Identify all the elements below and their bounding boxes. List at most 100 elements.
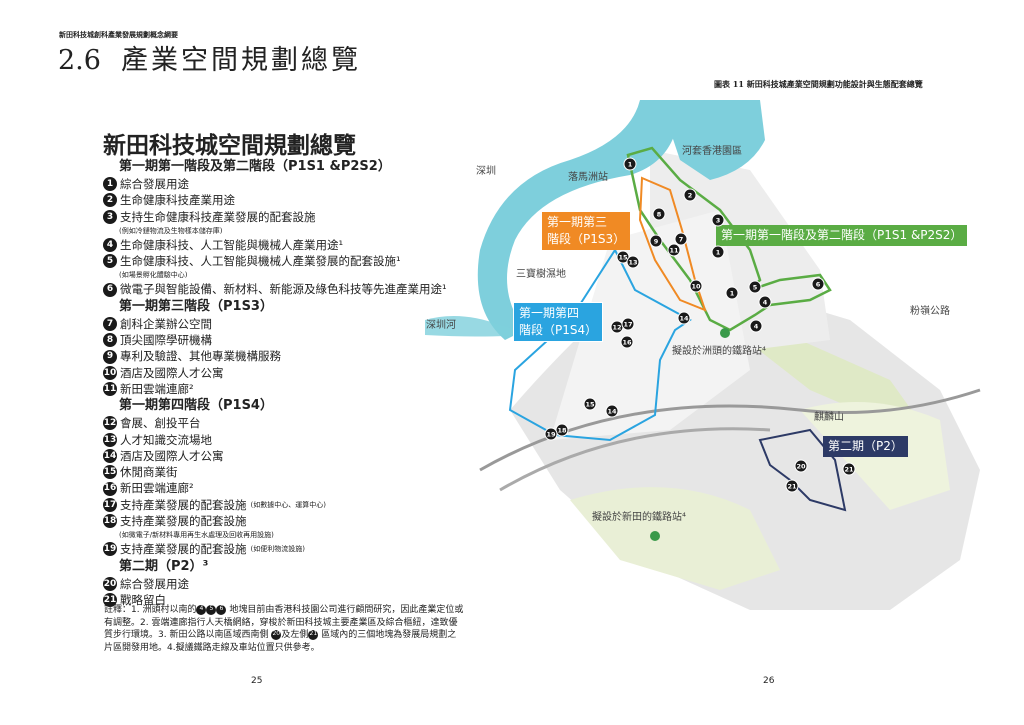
number-badge: 12 — [103, 416, 117, 431]
number-badge: 11 — [103, 382, 117, 397]
phase-label-p1s4: 第一期第四階段（P1S4） — [513, 302, 604, 342]
map-marker: 1 — [711, 245, 725, 259]
number-badge: 7 — [103, 316, 117, 331]
legend-title: 新田科技城空間規劃總覽 — [103, 133, 356, 159]
map-marker: 9 — [649, 234, 663, 248]
map-marker: 4 — [758, 295, 772, 309]
phase-label-p2: 第二期（P2） — [823, 436, 908, 457]
boundary-p1s1 — [626, 146, 832, 332]
map-marker: 13 — [626, 255, 640, 269]
station-san-tin — [650, 531, 660, 541]
map-graphic — [425, 100, 981, 610]
label-loop: 河套香港園區 — [682, 146, 742, 157]
legend-item-label: 人才知識交流場地 — [120, 432, 212, 447]
legend-item-note: (如場景孵化體驗中心) — [119, 271, 188, 280]
legend-item-label: 新田雲端連廊² — [120, 481, 194, 496]
map-marker: 19 — [544, 427, 558, 441]
note-text: 區域內的三個地塊為發展局規劃之片區開發用地。4.擬議鐵路走線及車站位置只供參考。 — [104, 630, 457, 653]
map-marker: 5 — [748, 280, 762, 294]
map-marker: 1 — [623, 157, 637, 171]
number-badge: 14 — [103, 449, 117, 463]
number-badge: 6 — [103, 282, 117, 297]
legend-item-note: (例如冷鏈物流及生物樣本儲存庫) — [119, 226, 223, 235]
map-marker: 8 — [652, 207, 666, 221]
legend-item-label: 會展、創投平台 — [120, 416, 201, 431]
river-upper — [660, 100, 765, 180]
map-marker: 3 — [711, 213, 725, 227]
legend-item-label: 綜合發展用途 — [120, 177, 189, 191]
label-shenzhen-river: 深圳河 — [426, 320, 456, 331]
map-marker: 14 — [605, 404, 619, 418]
legend-item-label: 創科企業辦公空間 — [120, 316, 212, 331]
map-marker: 16 — [620, 335, 634, 349]
legend-item-label: 酒店及國際人才公寓 — [120, 365, 224, 380]
shenzhen-river — [425, 316, 520, 337]
number-badge: 17 — [103, 497, 117, 512]
map-marker: 20 — [794, 459, 808, 473]
number-badge: 20 — [103, 576, 117, 591]
number-badge: 3 — [103, 209, 117, 224]
legend-item-label: 頂尖國際學研機構 — [120, 333, 212, 348]
section-title-text: 產業空間規劃總覽 — [120, 45, 361, 76]
map-marker: 17 — [621, 317, 635, 331]
map-marker: 6 — [811, 277, 825, 291]
note-text: 地塊目前由香港科技園公司進行顧問研究，因此產業定位或有調整。2. 雲端連廊指行人… — [104, 605, 464, 640]
note-badge: 4 — [196, 604, 207, 615]
planning-map: 深圳 落馬洲站 河套香港園區 三寶樹濕地 深圳河 粉嶺公路 擬設於洲頭的鐵路站⁴… — [420, 90, 1020, 650]
legend-item-label: 微電子與智能設備、新材料、新能源及綠色科技等先進產業用途¹ — [120, 282, 447, 297]
page-number-right: 26 — [763, 676, 775, 686]
map-marker: 21 — [842, 462, 856, 476]
label-san-tin-station: 擬設於新田的鐵路站⁴ — [592, 512, 687, 523]
legend-item-label: 支持產業發展的配套設施 — [120, 497, 247, 512]
legend-item-note: (如數據中心、運算中心) — [250, 500, 326, 509]
map-marker: 7 — [674, 232, 688, 246]
legend-item-label: 新田雲端連廊² — [120, 381, 194, 396]
number-badge: 1 — [103, 177, 117, 192]
legend-item-label: 專利及驗證、其他專業機構服務 — [120, 349, 281, 364]
section-number: 2.6 — [58, 45, 101, 76]
legend-section-heading: 第一期第三階段（P1S3） — [119, 298, 273, 314]
number-badge: 5 — [103, 254, 117, 269]
highway-south — [499, 427, 771, 492]
note-text: 註釋：1. 洲頭村以南的 — [104, 605, 197, 615]
page-number-left: 25 — [251, 676, 263, 686]
legend-item-label: 酒店及國際人才公寓 — [120, 448, 224, 463]
label-chau-tau-station: 擬設於洲頭的鐵路站⁴ — [672, 346, 767, 357]
station-chau-tau — [720, 328, 730, 338]
note-badge: 20 — [271, 629, 282, 640]
label-san-po-shue-wetland: 三寶樹濕地 — [516, 269, 566, 280]
legend-section-heading: 第一期第一階段及第二階段（P1S1 &P2S2） — [119, 159, 391, 174]
map-marker: 11 — [667, 243, 681, 257]
legend-item-note: (如微電子/新材料專用再生水處理及回收再用設施) — [119, 531, 274, 540]
legend-item-label: 生命健康科技、人工智能與機械人產業發展的配套設施¹ — [120, 254, 401, 269]
legend-item-note: (如便利物流設施) — [250, 545, 305, 554]
map-marker: 12 — [610, 320, 624, 334]
map-marker: 14 — [677, 311, 691, 325]
land-areas — [510, 150, 980, 610]
legend-item-label: 休閒商業街 — [120, 465, 178, 480]
map-marker: 10 — [689, 279, 703, 293]
note-badge: 21 — [308, 629, 319, 640]
boundary-p2 — [758, 428, 847, 512]
boundary-p1s3 — [638, 176, 707, 312]
note-text: 及左側 — [281, 630, 309, 640]
number-badge: 10 — [103, 365, 117, 380]
label-lok-ma-chau-station: 落馬洲站 — [568, 172, 608, 183]
